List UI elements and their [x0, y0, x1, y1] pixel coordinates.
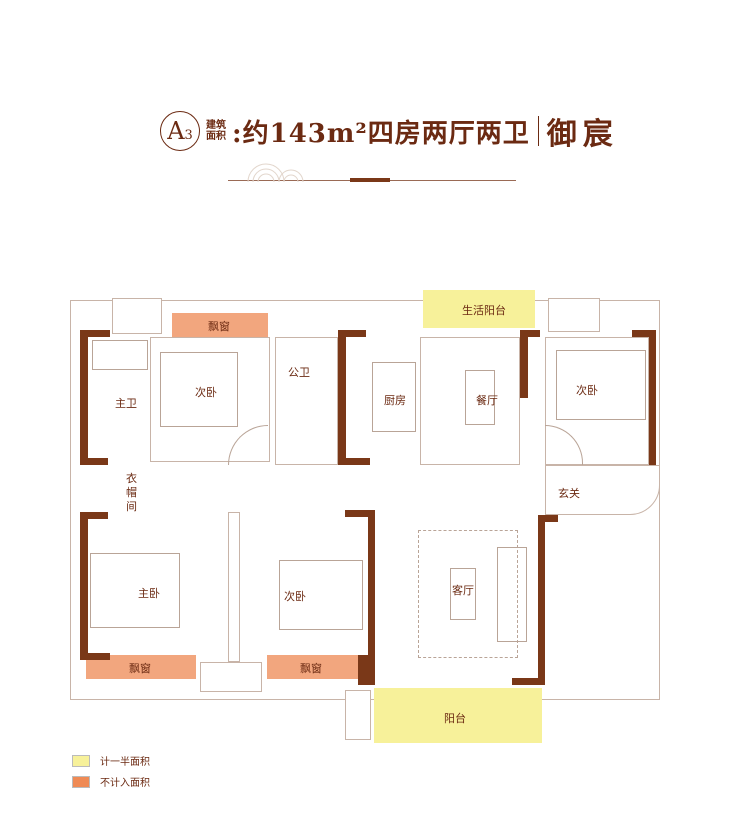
wall — [80, 512, 108, 519]
bay-window-north — [172, 313, 268, 337]
wall — [520, 330, 528, 398]
wall — [338, 330, 346, 465]
area-label: 建筑面积 — [206, 120, 226, 142]
label-bedroom-nw: 次卧 — [195, 386, 217, 399]
label-master-bedroom: 主卧 — [138, 587, 160, 600]
legend-excluded-area: 不计入面积 — [72, 774, 150, 789]
wall — [520, 330, 540, 337]
wall — [512, 678, 542, 685]
label-entrance: 玄关 — [558, 487, 580, 500]
label-utility-balcony: 生活阳台 — [462, 304, 506, 317]
ac-unit-sw — [345, 690, 371, 740]
wall — [632, 330, 656, 337]
label-living-room: 客厅 — [452, 584, 474, 597]
wall — [538, 515, 558, 522]
label-master-bath: 主卫 — [115, 397, 137, 410]
bed-master — [90, 553, 180, 628]
label-balcony: 阳台 — [444, 712, 466, 725]
cloud-ornament-icon — [247, 163, 304, 182]
wall — [338, 458, 370, 465]
wall — [80, 512, 88, 660]
ac-unit-nw — [112, 298, 162, 334]
bedroom-nw-outline — [150, 337, 270, 462]
legend-label: 不计入面积 — [100, 778, 150, 789]
bedroom-ne-outline — [545, 337, 649, 465]
balcony — [374, 688, 542, 743]
swatch-orange — [72, 775, 90, 788]
label-bedroom-sw: 次卧 — [284, 590, 306, 603]
label-kitchen: 厨房 — [384, 394, 406, 407]
wall — [80, 330, 88, 465]
wall — [80, 458, 108, 465]
ac-unit-s — [200, 662, 262, 692]
label-bedroom-ne: 次卧 — [576, 384, 598, 397]
title-text: :约143m²四房两厅两卫 — [232, 118, 530, 149]
label-bay-window-2: 飘窗 — [129, 662, 151, 675]
label-bay-window-3: 飘窗 — [300, 662, 322, 675]
wall — [345, 510, 375, 517]
coffee-table — [450, 568, 476, 620]
legend-half-area: 计一半面积 — [72, 753, 150, 768]
wall — [338, 330, 366, 337]
bathtub — [92, 340, 148, 370]
wall — [358, 655, 368, 685]
wall — [80, 330, 110, 337]
bay-window-south — [267, 655, 361, 679]
brand-name: 御宸 — [546, 117, 619, 152]
wall — [538, 515, 545, 685]
kitchen-counter — [372, 362, 416, 432]
wall — [649, 330, 656, 465]
utility-balcony — [423, 290, 535, 328]
legend-label: 计一半面积 — [100, 757, 150, 768]
partition — [228, 512, 240, 662]
wall — [80, 653, 110, 660]
dining-outline — [420, 337, 520, 465]
label-bay-window-1: 飘窗 — [208, 320, 230, 333]
swatch-yellow — [72, 754, 90, 767]
public-bath-outline — [275, 337, 338, 465]
label-dining: 餐厅 — [476, 394, 498, 407]
dining-table — [465, 370, 495, 425]
sofa — [497, 547, 527, 642]
wall — [368, 510, 375, 685]
living-rug — [418, 530, 518, 658]
bed-ne — [556, 350, 646, 420]
bed-nw — [160, 352, 238, 427]
ac-unit-ne — [548, 298, 600, 332]
bed-sw — [279, 560, 363, 630]
entrance-outline — [545, 465, 660, 515]
deco-bar — [350, 178, 390, 182]
title-divider — [537, 116, 539, 146]
label-cloakroom: 衣帽间 — [126, 472, 137, 513]
label-public-bath: 公卫 — [288, 366, 310, 379]
